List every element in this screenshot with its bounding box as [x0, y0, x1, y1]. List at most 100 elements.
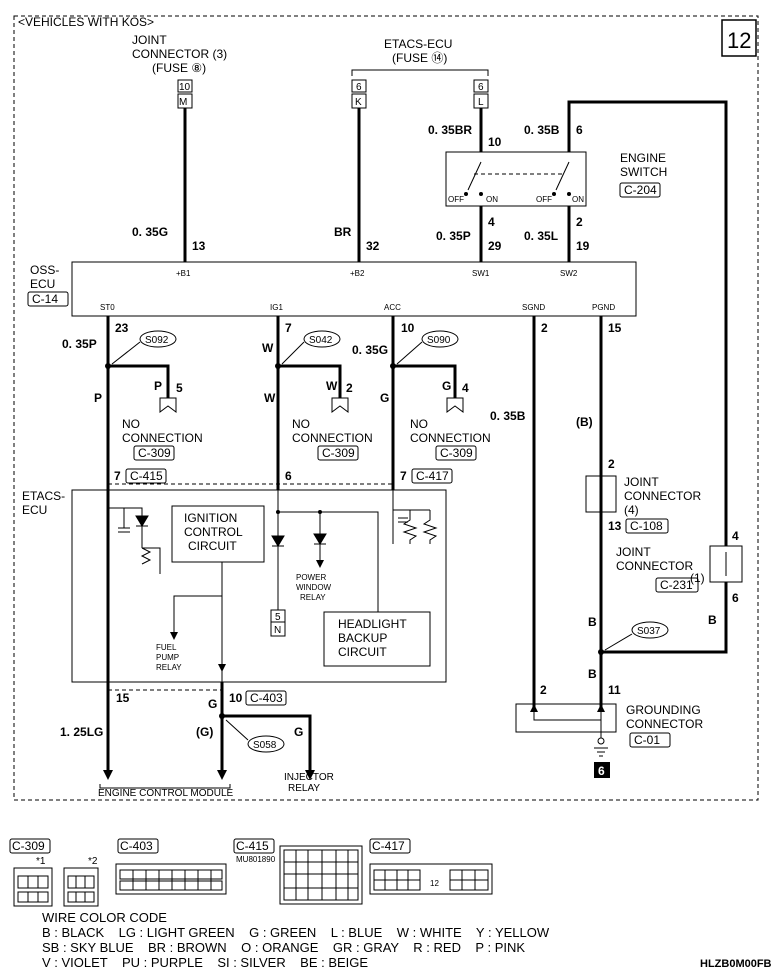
sgnd-color: 0. 35B [490, 409, 526, 423]
nc2-line1: NO [292, 417, 310, 431]
switch-on-1: ON [486, 195, 498, 204]
switch-node-on-1 [479, 192, 483, 196]
ig1-branch-pin: 2 [346, 381, 353, 395]
cv-c415-cells [283, 849, 359, 901]
cv-c403: C-403 [120, 839, 153, 853]
cv-c309-b [63, 867, 99, 907]
splice-s042-label: S042 [309, 335, 333, 346]
engine-switch-box [445, 151, 587, 207]
switch-off-1: OFF [448, 195, 464, 204]
oss-pin-sw1: SW1 [472, 269, 490, 278]
variant-label: <VEHICLES WITH KOS> [18, 15, 154, 29]
w1-pin: 13 [192, 239, 206, 253]
w3-top-pin: 10 [488, 135, 502, 149]
etacs-letter-b: L [478, 97, 484, 108]
oss-ecu-conn: C-14 [32, 292, 58, 306]
gnd-arrow-2 [597, 704, 605, 712]
joint4-line1: JOINT [624, 475, 659, 489]
cv-c417-label-box [369, 838, 411, 854]
etacs-letter-a: K [355, 97, 362, 108]
switch-node-off-2 [552, 192, 556, 196]
switch-contact-2 [555, 161, 570, 191]
cv-c309: C-309 [12, 839, 45, 853]
joint1-box [709, 545, 743, 583]
gnd-ref-box [594, 762, 610, 778]
pgnd-pin: 15 [608, 321, 622, 335]
pgnd-color: (B) [576, 415, 593, 429]
joint4-conn-box [625, 518, 669, 534]
legend-line-3: V : VIOLET PU : PURPLE SI : SILVER BE : … [42, 955, 369, 970]
acc-junction [390, 363, 396, 369]
splice-s092-label: S092 [145, 335, 169, 346]
legend-title: WIRE COLOR CODE [42, 910, 167, 925]
wire-sw2-top [567, 100, 728, 546]
int-ig1-hl [320, 511, 379, 612]
oss-ecu-box [71, 261, 637, 317]
fp-line1: FUEL [156, 643, 177, 652]
oss-ecu-label-1: OSS- [30, 263, 59, 277]
s037-junction [598, 649, 604, 655]
joint3-label-1: JOINT [132, 33, 167, 47]
pw-line1: POWER [296, 573, 326, 582]
w2-color: BR [334, 225, 352, 239]
switch-node-off-1 [464, 192, 468, 196]
ignition-control-box [171, 505, 265, 563]
w4-bot-color: 0. 35L [524, 229, 558, 243]
ignition-line3: CIRCUIT [188, 539, 237, 553]
nc3-conn: C-309 [440, 446, 473, 460]
st0-branch-pin: 5 [176, 381, 183, 395]
splice-s042 [303, 330, 341, 348]
c415-pin: 7 [114, 469, 121, 483]
oss-ecu-conn-box [27, 291, 69, 307]
cv-c417-center: 12 [430, 879, 439, 888]
hl-line2: BACKUP [338, 631, 387, 645]
nc3-line2: CONNECTION [410, 431, 491, 445]
joint3-label-2: CONNECTOR (3) [132, 47, 227, 61]
fp-line3: RELAY [156, 663, 182, 672]
etacs-top-label-2: (FUSE ⑭) [392, 51, 447, 65]
gnd-arrow-1 [530, 704, 538, 712]
gnd-line1: GROUNDING [626, 703, 701, 717]
splice-s037-label: S037 [637, 626, 661, 637]
pin-6: 6 [285, 469, 292, 483]
splice-s092 [139, 330, 177, 348]
injector-line1: INJECTOR [284, 772, 334, 783]
int-node-2 [318, 510, 322, 514]
page-number-box [721, 19, 757, 57]
out-letter: N [274, 625, 281, 636]
joint1-pin-top: 4 [732, 529, 739, 543]
s058-leader [225, 719, 249, 741]
pin-g: G [208, 697, 217, 711]
ecm-bracket [99, 784, 231, 789]
arrow-ecm-2 [217, 770, 227, 780]
w3-bot-pin: 4 [488, 215, 495, 229]
hl-line3: CIRCUIT [338, 645, 387, 659]
st0-wire-color: P [94, 391, 102, 405]
ig1-term [331, 397, 349, 413]
switch-off-2: OFF [536, 195, 552, 204]
gnd-internal [533, 712, 602, 738]
etacs-top-bracket [351, 69, 489, 76]
engine-switch-label-1: ENGINE [620, 151, 666, 165]
wire-injector [222, 714, 312, 770]
s037-leader [604, 633, 633, 651]
cv-c415-body [279, 845, 363, 905]
etacs-pin-a: 6 [356, 82, 362, 93]
s058-junction [219, 713, 225, 719]
ig1-pin: 7 [285, 321, 292, 335]
cv-c309-label-box [9, 838, 51, 854]
gnd-color-b2: B [588, 667, 597, 681]
engine-switch-conn-box [619, 182, 661, 198]
c415-conn: C-415 [130, 469, 163, 483]
ig1-branch [278, 364, 342, 398]
pw-line3: RELAY [300, 593, 326, 602]
joint1-line2: CONNECTOR [616, 559, 693, 573]
etacs-pin-b-box [473, 79, 489, 93]
ignition-line2: CONTROL [184, 525, 243, 539]
oss-pin-ig1: IG1 [270, 303, 283, 312]
acc-branch [393, 364, 457, 398]
engine-switch-conn: C-204 [624, 183, 657, 197]
etacs-pin-a-box [351, 79, 367, 93]
gnd-ref: 6 [598, 764, 605, 778]
